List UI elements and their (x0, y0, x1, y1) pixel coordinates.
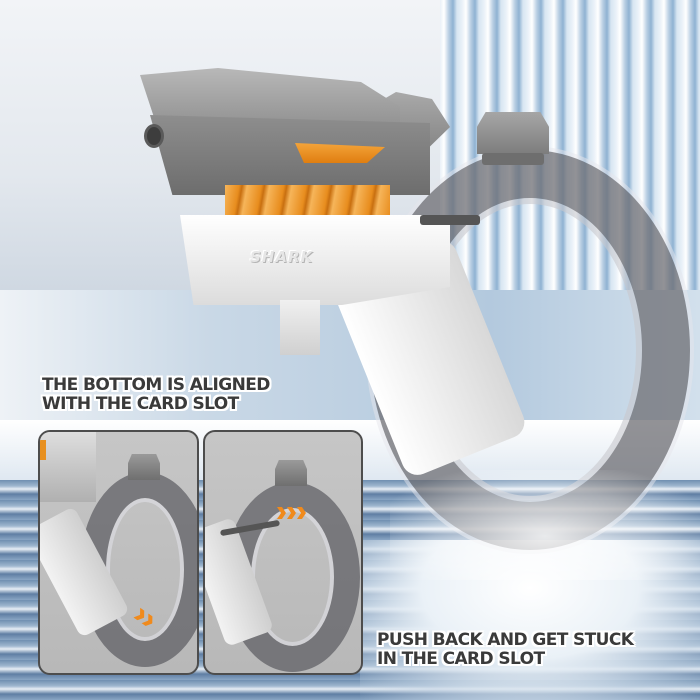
caption-bottom-line-1: PUSH BACK AND GET STUCK (377, 630, 634, 650)
chevron-right-icon (287, 507, 296, 519)
water-splash (390, 470, 700, 580)
chevron-right-icon (297, 507, 306, 519)
inset-step-push (203, 430, 363, 675)
inset-tank-cap (275, 460, 307, 486)
brand-label: SHARK (250, 248, 314, 266)
shark-head-side (150, 115, 430, 195)
chevron-right-icon (277, 507, 286, 519)
caption-top: THE BOTTOM IS ALIGNED WITH THE CARD SLOT (42, 376, 270, 414)
gun-body (180, 215, 450, 305)
inset-gun-head (40, 432, 96, 502)
inset-arrows (277, 507, 306, 519)
caption-top-line-2: WITH THE CARD SLOT (42, 394, 239, 414)
tank-connector-rod (420, 215, 480, 225)
caption-bottom: PUSH BACK AND GET STUCK IN THE CARD SLOT (377, 630, 634, 669)
tank-cap (477, 112, 549, 154)
caption-top-line-1: THE BOTTOM IS ALIGNED (42, 375, 270, 395)
caption-bottom-line-2: IN THE CARD SLOT (377, 649, 545, 669)
inset-step-align (38, 430, 199, 675)
tank-cap-collar (482, 153, 544, 165)
water-nozzle (144, 124, 164, 148)
trigger (280, 300, 320, 355)
inset-tank-cap (128, 454, 160, 480)
shark-eye (295, 143, 385, 163)
inset-orange-accent (40, 440, 46, 460)
